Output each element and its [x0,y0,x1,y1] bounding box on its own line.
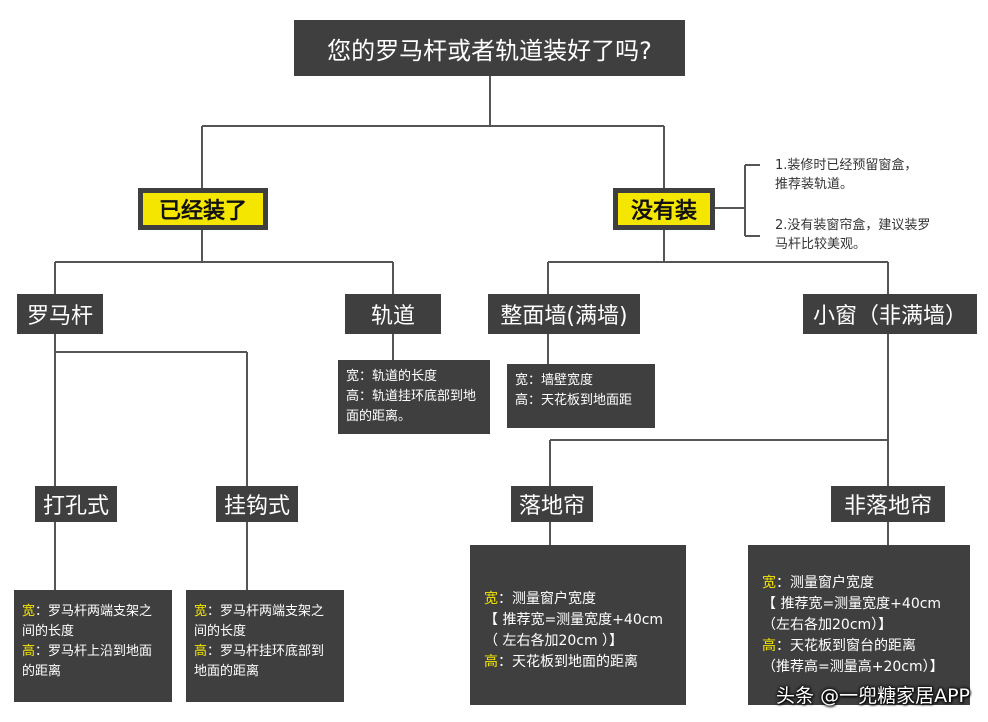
note-2-line-1: 2.没有装窗帘盒，建议装罗 [775,218,931,233]
category-track-label: 轨道 [370,304,415,329]
track-height-text: ：轨道挂环底部到地面的距离。 [346,389,477,424]
wall-height-text: ：天花板到地面距 [528,393,633,408]
note-1-line-2: 推荐装轨道。 [775,177,854,192]
recommendation-note-1: 1.装修时已经预留窗盒， 推荐装轨道。 [775,156,917,194]
category-roman-rod-label: 罗马杆 [26,304,93,329]
note-2-line-2: 马杆比较美观。 [775,237,867,252]
note-1-line-1: 1.装修时已经预留窗盒， [775,158,918,173]
floor-height-text: ：天花板到地面的距离 [498,654,638,670]
height-label: 高 [762,638,776,654]
category-track: 轨道 [345,294,441,334]
subcategory-non-floor-curtain: 非落地帘 [831,486,945,522]
width-label: 宽 [484,591,498,607]
height-label: 高 [484,654,498,670]
branch-installed: 已经装了 [138,188,268,230]
non-floor-width-text: ：测量窗户宽度 [776,575,874,591]
category-roman-rod: 罗马杆 [17,294,103,334]
non-floor-height-text: ：天花板到窗台的距离 [776,638,916,654]
wall-width-text: ：墙壁宽度 [528,373,594,388]
branch-not-installed: 没有装 [613,188,715,230]
watermark: 头条 @一兜糖家居APP [776,685,970,707]
category-small-window-label: 小窗（非满墙） [812,304,967,329]
category-full-wall: 整面墙(满墙) [488,294,640,334]
non-floor-recommend-width: 【 推荐宽=测量宽度+40cm [762,596,942,612]
height-label: 高 [194,644,208,659]
width-label: 宽 [515,373,529,388]
non-floor-curtain-label: 非落地帘 [843,494,932,519]
track-measure-box: 宽：轨道的长度 高：轨道挂环底部到地面的距离。 [338,360,490,434]
drill-width-text: ：罗马杆两端支架之间的长度 [22,604,153,639]
floor-curtain-label: 落地帘 [518,494,585,519]
category-small-window: 小窗（非满墙） [803,294,977,334]
height-label: 高 [22,644,36,659]
hook-width-text: ：罗马杆两端支架之间的长度 [194,604,325,639]
drill-height-text: ：罗马杆上沿到地面的距离 [22,644,153,679]
non-floor-recommend-height: （推荐高=测量高+20cm）】 [762,659,944,675]
width-label: 宽 [762,575,776,591]
title-text: 您的罗马杆或者轨道装好了吗? [327,36,652,65]
height-label: 高 [346,389,360,404]
width-label: 宽 [22,604,36,619]
floor-recommend-width: 【 推荐宽=测量宽度+40cm [484,612,664,628]
non-floor-recommend-detail: （左右各加20cm）】 [762,617,893,633]
hook-height-text: ：罗马杆挂环底部到地面的距离 [194,644,325,679]
branch-not-installed-label: 没有装 [630,199,697,224]
recommendation-note-2: 2.没有装窗帘盒，建议装罗 马杆比较美观。 [775,216,930,254]
drill-type-measure-box: 宽：罗马杆两端支架之间的长度 高：罗马杆上沿到地面的距离 [14,590,172,702]
non-floor-curtain-measure-box: 宽：测量窗户宽度 【 推荐宽=测量宽度+40cm （左右各加20cm）】 高：天… [748,545,970,705]
subcategory-floor-curtain: 落地帘 [511,486,593,522]
drill-type-label: 打孔式 [42,494,109,519]
hook-type-label: 挂钩式 [223,494,290,519]
subcategory-drill-type: 打孔式 [35,486,117,522]
category-full-wall-label: 整面墙(满墙) [500,304,628,329]
hook-type-measure-box: 宽：罗马杆两端支架之间的长度 高：罗马杆挂环底部到地面的距离 [186,590,344,702]
width-label: 宽 [346,369,360,384]
question-title: 您的罗马杆或者轨道装好了吗? [294,20,685,76]
height-label: 高 [515,393,529,408]
floor-width-text: ：测量窗户宽度 [498,591,596,607]
full-wall-measure-box: 宽：墙壁宽度 高：天花板到地面距 [507,364,655,428]
subcategory-hook-type: 挂钩式 [216,486,298,522]
branch-installed-label: 已经装了 [158,199,247,224]
track-width-text: ：轨道的长度 [359,369,438,384]
floor-recommend-detail: （ 左右各加20cm ）】 [484,633,624,649]
floor-curtain-measure-box: 宽：测量窗户宽度 【 推荐宽=测量宽度+40cm （ 左右各加20cm ）】 高… [470,545,686,705]
width-label: 宽 [194,604,208,619]
